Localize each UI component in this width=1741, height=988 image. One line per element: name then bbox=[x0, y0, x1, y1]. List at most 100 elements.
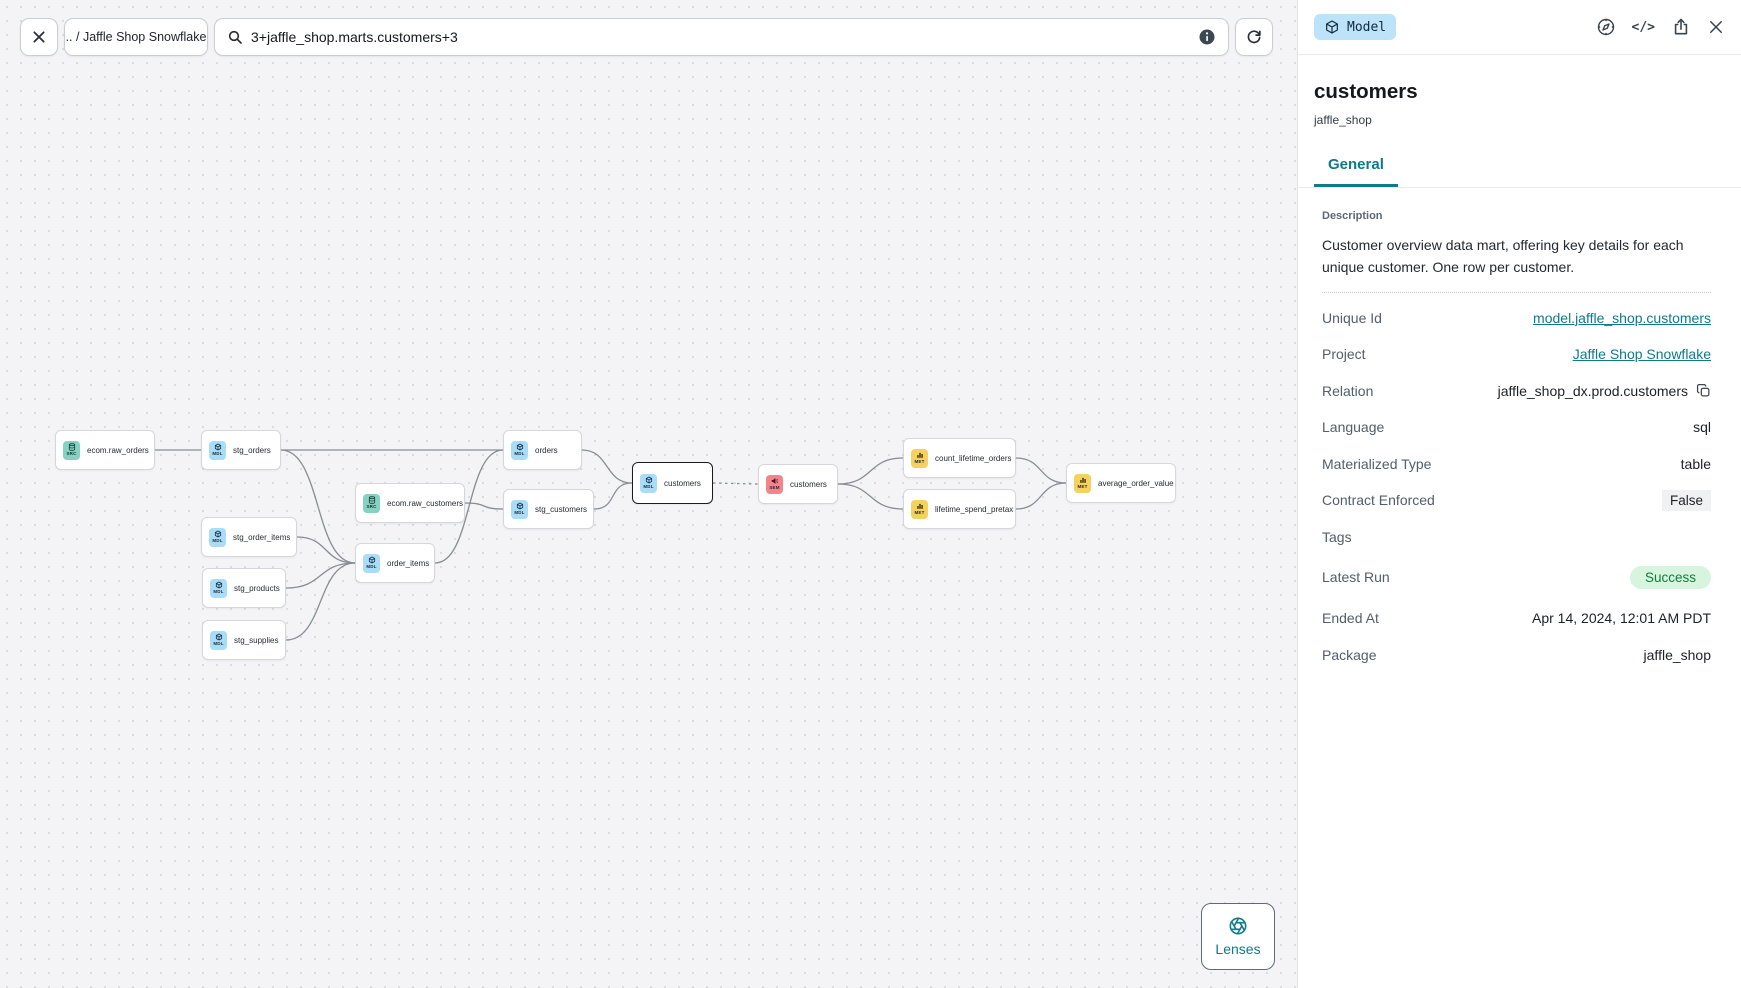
dag-node-stg_order_items[interactable]: MDL stg_order_items bbox=[201, 517, 297, 557]
bar-chart-icon bbox=[916, 504, 923, 510]
node-type-badge: MET bbox=[911, 499, 928, 519]
node-type-label: MET bbox=[1077, 484, 1088, 490]
field-value-text: jaffle_shop_dx.prod.customers bbox=[1497, 382, 1688, 399]
search-input[interactable] bbox=[251, 29, 1190, 45]
model-type-label: Model bbox=[1347, 19, 1387, 35]
field-row-materialized-type: Materialized Type table bbox=[1322, 445, 1711, 482]
dag-node-customers_sem[interactable]: SEM customers bbox=[758, 464, 838, 504]
node-type-label: SEM bbox=[769, 485, 780, 491]
close-panel-button[interactable] bbox=[1707, 18, 1725, 36]
field-value: False bbox=[1661, 489, 1711, 511]
dag-node-stg_products[interactable]: MDL stg_products bbox=[202, 568, 286, 608]
dag-node-lifetime_spend_pretax[interactable]: MET lifetime_spend_pretax bbox=[903, 489, 1016, 529]
node-type-label: SRC bbox=[366, 504, 377, 510]
panel-content: Description Customer overview data mart,… bbox=[1298, 188, 1741, 673]
dag-edge bbox=[296, 536, 356, 564]
field-label: Package bbox=[1322, 646, 1377, 663]
close-lineage-button[interactable] bbox=[20, 18, 58, 56]
breadcrumb[interactable]: .. / Jaffle Shop Snowflake bbox=[64, 18, 208, 56]
aperture-icon bbox=[1229, 917, 1247, 935]
node-type-label: MET bbox=[914, 510, 925, 516]
model-type-badge: Model bbox=[1314, 14, 1397, 40]
panel-tabs: General bbox=[1298, 156, 1741, 188]
dag-node-average_order_value[interactable]: MET average_order_value bbox=[1066, 463, 1176, 503]
cube-icon bbox=[645, 476, 652, 484]
refresh-button[interactable] bbox=[1235, 18, 1273, 56]
compass-icon bbox=[1597, 18, 1614, 36]
dag-node-customers[interactable]: MDL customers bbox=[632, 462, 713, 504]
explore-compass-button[interactable] bbox=[1596, 17, 1616, 37]
field-row-latest-run: Latest Run Success bbox=[1322, 555, 1711, 600]
node-label: stg_order_items bbox=[233, 532, 291, 542]
info-icon[interactable] bbox=[1198, 28, 1216, 46]
cube-icon bbox=[215, 581, 222, 589]
field-row-contract-enforced: Contract Enforced False bbox=[1322, 482, 1711, 519]
search-bar[interactable] bbox=[214, 18, 1229, 56]
field-row-unique-id: Unique Id model.jaffle_shop.customers bbox=[1322, 299, 1711, 336]
node-label: stg_orders bbox=[233, 445, 271, 455]
lineage-toolbar: .. / Jaffle Shop Snowflake bbox=[20, 18, 1273, 56]
field-value-link[interactable]: model.jaffle_shop.customers bbox=[1533, 309, 1711, 326]
node-type-label: MDL bbox=[212, 538, 223, 544]
view-code-button[interactable]: </> bbox=[1632, 20, 1655, 35]
lenses-button[interactable]: Lenses bbox=[1201, 903, 1275, 970]
field-row-project: Project Jaffle Shop Snowflake bbox=[1322, 336, 1711, 373]
field-row-language: Language sql bbox=[1322, 409, 1711, 446]
field-value: Success bbox=[1629, 565, 1711, 589]
node-type-badge: MET bbox=[911, 448, 928, 468]
tab-general[interactable]: General bbox=[1314, 156, 1398, 187]
node-type-badge: MDL bbox=[511, 499, 528, 519]
share-button[interactable] bbox=[1671, 17, 1691, 37]
field-value-link[interactable]: Jaffle Shop Snowflake bbox=[1572, 346, 1711, 363]
node-type-badge: SRC bbox=[363, 493, 380, 513]
refresh-icon bbox=[1247, 30, 1261, 44]
dag-node-stg_orders[interactable]: MDL stg_orders bbox=[201, 430, 281, 470]
search-icon bbox=[228, 30, 242, 44]
node-type-badge: SRC bbox=[63, 440, 80, 460]
node-label: lifetime_spend_pretax bbox=[935, 504, 1014, 514]
node-type-badge: MDL bbox=[640, 473, 657, 493]
node-label: customers bbox=[664, 478, 701, 488]
dag-edge bbox=[434, 449, 504, 564]
page-title: customers bbox=[1314, 80, 1418, 103]
cube-icon bbox=[214, 443, 221, 451]
field-value: jaffle_shop_dx.prod.customers bbox=[1498, 383, 1711, 399]
node-label: ecom.raw_customers bbox=[387, 498, 464, 508]
field-value-text: jaffle_shop bbox=[1643, 646, 1711, 663]
dag-node-orders[interactable]: MDL orders bbox=[503, 430, 582, 470]
field-value-badge: Success bbox=[1629, 565, 1711, 589]
dag-edge bbox=[593, 482, 633, 510]
field-value-text: table bbox=[1680, 455, 1711, 472]
dag-node-order_items[interactable]: MDL order_items bbox=[355, 543, 435, 583]
panel-header: Model </> bbox=[1298, 0, 1741, 55]
dag-edge bbox=[837, 483, 904, 510]
node-label: customers bbox=[790, 479, 827, 489]
bar-chart-icon bbox=[1079, 478, 1086, 484]
field-value-text: sql bbox=[1693, 419, 1711, 436]
panel-fields: Unique Id model.jaffle_shop.customers Pr… bbox=[1322, 299, 1711, 673]
node-type-badge: MDL bbox=[511, 440, 528, 460]
node-type-label: MDL bbox=[366, 564, 377, 570]
cube-icon bbox=[214, 530, 221, 538]
node-type-badge: SEM bbox=[766, 474, 783, 494]
dag-node-ecom_raw_orders[interactable]: SRC ecom.raw_orders bbox=[55, 430, 155, 470]
dag-edge bbox=[581, 449, 633, 484]
field-label: Ended At bbox=[1322, 610, 1379, 627]
database-icon bbox=[368, 496, 375, 504]
dag-node-count_lifetime_orders[interactable]: MET count_lifetime_orders bbox=[903, 438, 1016, 478]
bar-chart-icon bbox=[916, 453, 923, 459]
field-row-ended-at: Ended At Apr 14, 2024, 12:01 AM PDT bbox=[1322, 600, 1711, 637]
cube-icon bbox=[516, 502, 523, 510]
field-value-badge: False bbox=[1661, 489, 1711, 511]
field-label: Tags bbox=[1322, 528, 1352, 545]
dag-node-stg_customers[interactable]: MDL stg_customers bbox=[503, 489, 594, 529]
lineage-canvas[interactable]: SRC ecom.raw_orders MDL stg_orders SRC e… bbox=[0, 0, 1297, 988]
divider bbox=[1322, 292, 1711, 294]
dag-node-ecom_raw_customers[interactable]: SRC ecom.raw_customers bbox=[355, 483, 465, 523]
dag-node-stg_supplies[interactable]: MDL stg_supplies bbox=[202, 620, 286, 660]
node-label: order_items bbox=[387, 558, 430, 568]
copy-icon[interactable] bbox=[1696, 383, 1711, 398]
field-label: Materialized Type bbox=[1322, 455, 1432, 472]
node-type-badge: MDL bbox=[363, 553, 380, 573]
field-label: Unique Id bbox=[1322, 309, 1382, 326]
